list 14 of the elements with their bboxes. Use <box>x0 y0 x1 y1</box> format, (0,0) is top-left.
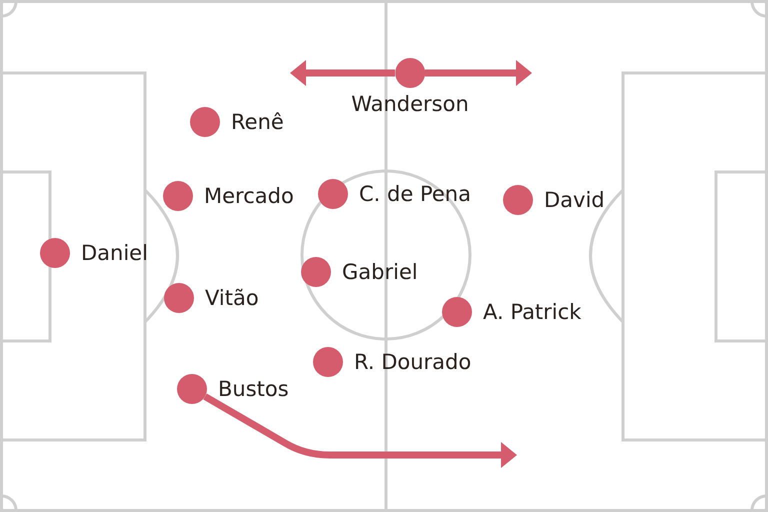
player-name: Gabriel <box>342 259 418 285</box>
player-name: Daniel <box>81 240 148 266</box>
player-name: Wanderson <box>351 91 469 117</box>
player-name: Bustos <box>218 376 289 402</box>
player-name: C. de Pena <box>359 181 471 207</box>
movement-arrow <box>203 393 517 468</box>
player-name: Vitão <box>205 285 259 311</box>
player-name: R. Dourado <box>354 349 472 375</box>
movement-arrow <box>290 60 395 86</box>
player-name: Mercado <box>204 183 294 209</box>
player-name: David <box>544 187 605 213</box>
player-name: Renê <box>231 109 284 135</box>
movement-arrow <box>425 60 532 86</box>
player-name: A. Patrick <box>483 299 582 325</box>
